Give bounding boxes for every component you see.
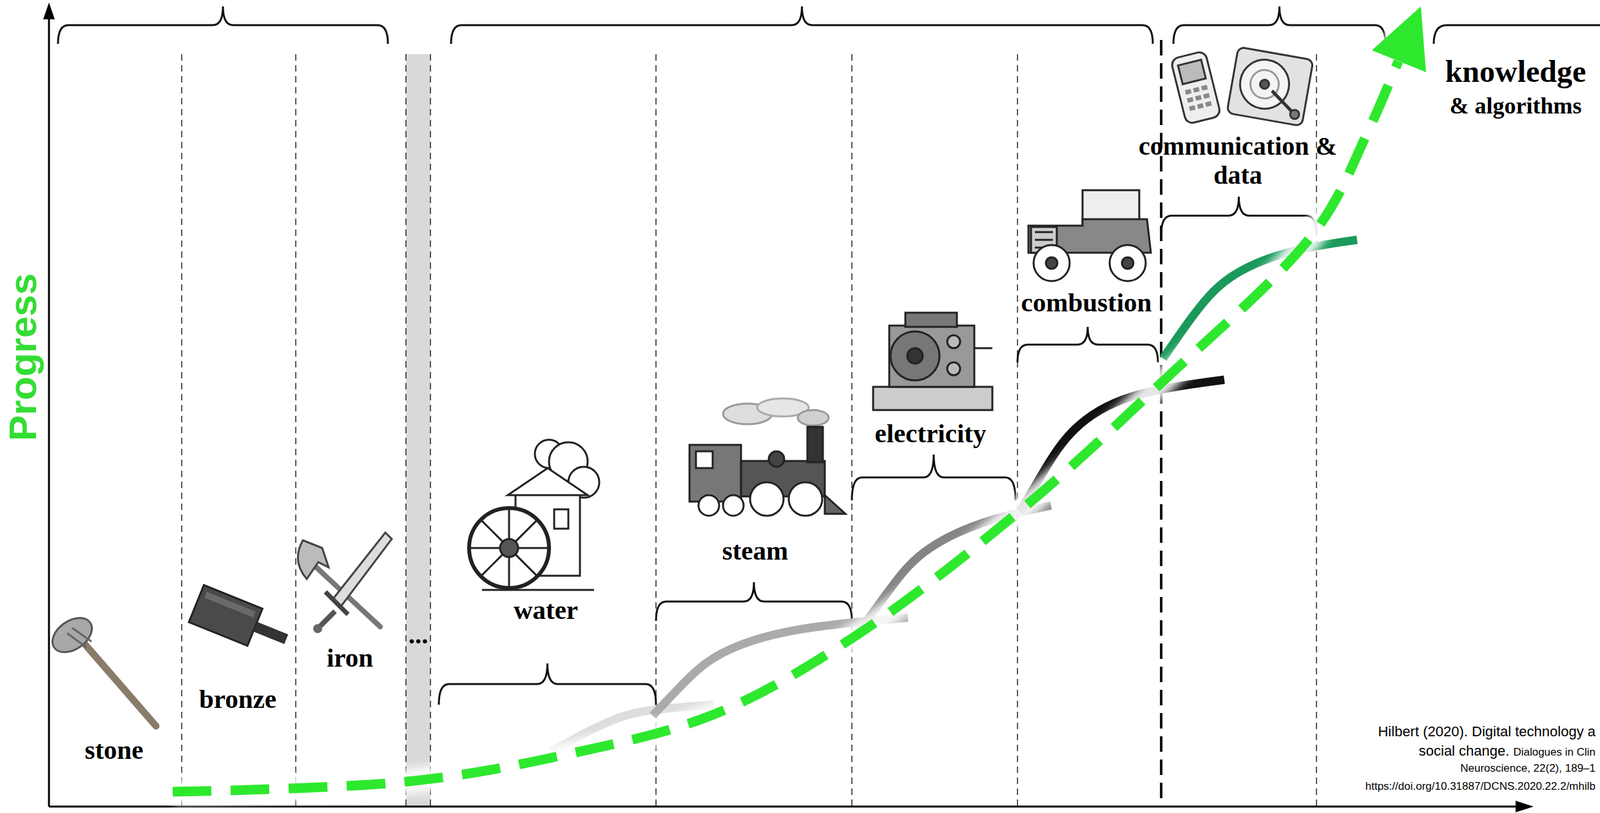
mobile-phone-icon	[1170, 50, 1222, 125]
y-axis	[48, 15, 51, 807]
wheel-spoke	[515, 520, 537, 542]
era-divider	[1016, 54, 1019, 807]
curly-brace	[438, 663, 656, 705]
era-label: steam	[722, 536, 789, 566]
car-icon	[1028, 190, 1151, 281]
trend-glow	[172, 61, 1399, 792]
curly-brace	[655, 581, 852, 621]
progress-curve	[172, 61, 1399, 792]
era-label: knowledge	[1445, 54, 1587, 89]
iron-weapons-icon	[297, 532, 392, 633]
wheel-spoke	[508, 509, 511, 539]
citation: Hilbert (2020). Digital technology a	[1377, 723, 1596, 740]
hard-disk-icon	[1226, 47, 1314, 127]
era-label: stone	[84, 735, 144, 765]
wheel-spoke	[508, 556, 511, 587]
era-divider	[181, 54, 183, 807]
curly-brace	[1017, 326, 1158, 363]
curly-brace	[851, 454, 1016, 501]
ellipsis-label: ...	[408, 619, 429, 650]
era-label: iron	[326, 643, 374, 673]
era-divider	[1315, 54, 1318, 807]
generator-icon	[873, 312, 993, 410]
citation: https://doi.org/10.31887/DCNS.2020.22.2/…	[1365, 779, 1596, 792]
steam-train-icon	[689, 398, 846, 516]
era-divider	[851, 54, 853, 807]
axis-arrowhead	[43, 2, 55, 20]
axis-arrowhead	[1515, 800, 1534, 812]
axis-title: Progress	[3, 273, 43, 441]
curly-brace	[57, 6, 388, 44]
era-label: bronze	[199, 684, 277, 714]
era-label: combustion	[1021, 288, 1153, 318]
era-label: water	[513, 595, 579, 626]
era-divider	[405, 54, 407, 807]
bronze-tool-icon	[188, 584, 294, 658]
wheel-spoke	[481, 554, 504, 576]
curly-brace	[1173, 6, 1386, 44]
curly-brace	[1161, 196, 1317, 235]
wheel-spoke	[515, 554, 537, 576]
citation: Neuroscience, 22(2), 189–1	[1460, 761, 1596, 774]
wheel-spoke	[470, 547, 501, 550]
citation: Dialogues in Clin	[1513, 745, 1596, 758]
curly-brace	[1433, 25, 1600, 44]
era-divider	[429, 54, 432, 807]
progress-arrowhead	[1371, 6, 1427, 73]
water-mill-icon	[469, 439, 600, 590]
citation: social change.	[1418, 742, 1510, 760]
x-axis	[48, 805, 1519, 808]
progress-trend	[172, 5, 1428, 792]
curly-brace	[451, 6, 1153, 44]
era-label: electricity	[875, 418, 987, 449]
stone-axe-icon	[46, 610, 156, 726]
axes	[43, 2, 1534, 812]
wheel-spoke	[518, 547, 548, 550]
era-divider	[295, 54, 297, 807]
era-label: communication & data	[1134, 132, 1341, 191]
gap-band	[405, 54, 431, 807]
wheel-spoke	[481, 520, 504, 542]
era-label: & algorithms	[1449, 92, 1582, 119]
